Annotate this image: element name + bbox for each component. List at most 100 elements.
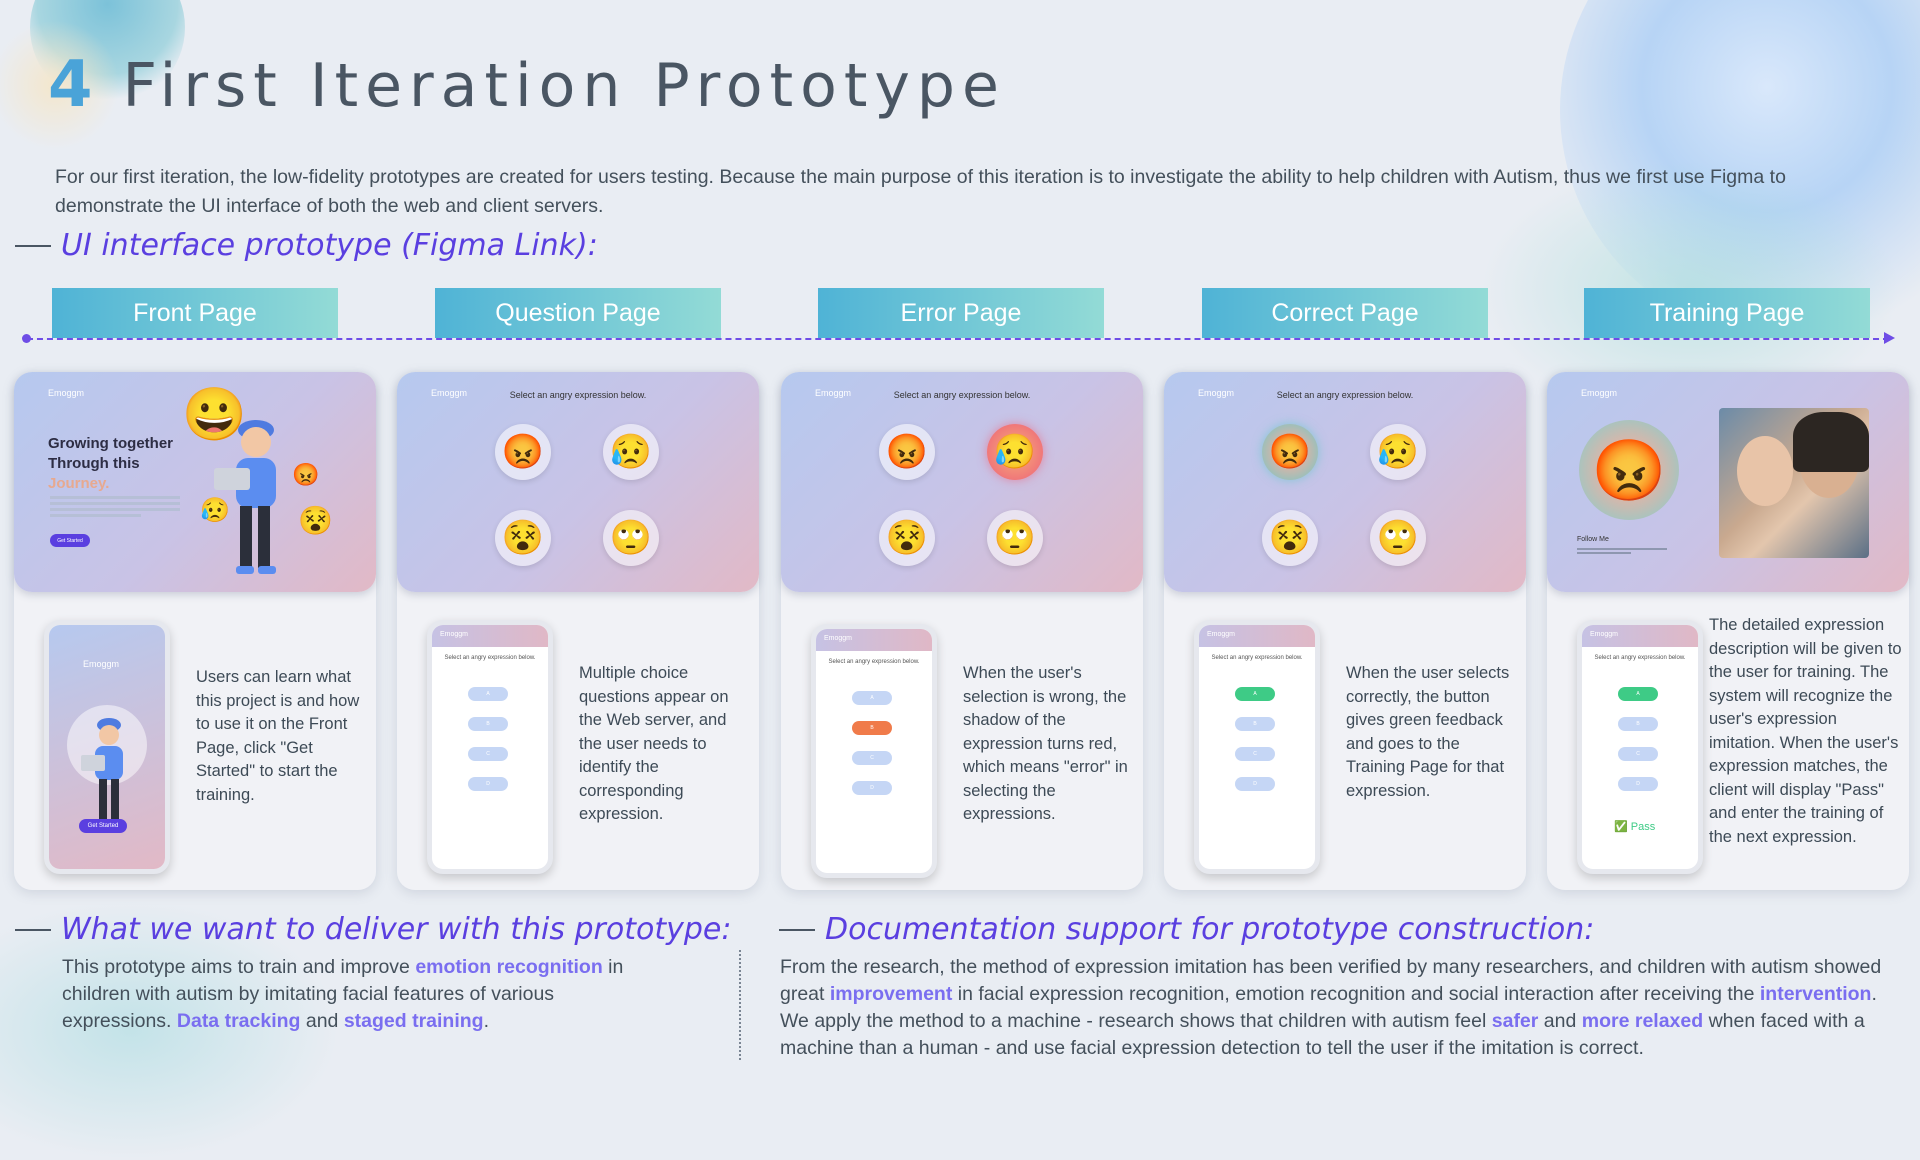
card-training-page: Emoggm 😡 Follow Me Emoggm Select an angr… [1547, 372, 1909, 890]
option-dizzy[interactable]: 😵 [879, 510, 935, 566]
sad-emoji-icon: 😥 [993, 433, 1037, 471]
phone-option-a[interactable]: A [468, 687, 508, 701]
tab-front-page[interactable]: Front Page [52, 288, 338, 338]
deliver-heading-text: What we want to deliver with this protot… [61, 912, 732, 947]
sad-emoji-icon: 😥 [200, 497, 230, 524]
training-page-description: The detailed expression description will… [1709, 616, 1902, 846]
phone-option-d[interactable]: D [1235, 777, 1275, 791]
tab-correct-page[interactable]: Correct Page [1202, 288, 1488, 338]
option-angry[interactable]: 😡 [879, 424, 935, 480]
heading-dash [15, 928, 51, 931]
dotted-divider [739, 950, 741, 1060]
question-prompt: Select an angry expression below. [893, 390, 1031, 400]
web-front-page-screenshot: Emoggm Growing together Through this Jou… [14, 372, 376, 592]
web-correct-page-screenshot: Emoggm Select an angry expression below.… [1164, 372, 1526, 592]
card-correct-page: Emoggm Select an angry expression below.… [1164, 372, 1526, 890]
eyeroll-emoji-icon: 🙄 [1376, 519, 1420, 557]
phone-question: Select an angry expression below. [1594, 655, 1686, 661]
option-sad[interactable]: 😥 [603, 424, 659, 480]
error-page-description: When the user's selection is wrong, the … [963, 664, 1128, 823]
hero-line-1: Growing together [48, 435, 173, 452]
option-eyeroll[interactable]: 🙄 [987, 510, 1043, 566]
option-sad[interactable]: 😥 [1370, 424, 1426, 480]
docs-heading: Documentation support for prototype cons… [779, 912, 1594, 947]
web-logo: Emoggm [815, 388, 852, 398]
cartoon-boy-illustration [214, 420, 276, 574]
section-number: 4 [48, 48, 93, 122]
user-imitation-photo [1719, 408, 1869, 558]
angry-emoji-icon: 😡 [885, 433, 929, 471]
phone-option-d[interactable]: D [468, 777, 508, 791]
tab-question-page[interactable]: Question Page [435, 288, 721, 338]
option-angry[interactable]: 😡 [495, 424, 551, 480]
get-started-button[interactable]: Get Started [50, 534, 90, 547]
ui-prototype-heading[interactable]: UI interface prototype (Figma Link): [15, 228, 598, 263]
phone-logo: Emoggm [83, 659, 120, 669]
phone-option-b-error[interactable]: B [852, 721, 892, 735]
dizzy-emoji-icon: 😵 [885, 519, 929, 557]
angry-emoji-icon: 😡 [1591, 436, 1667, 504]
phone-option-b[interactable]: B [1235, 717, 1275, 731]
tab-training-page[interactable]: Training Page [1584, 288, 1870, 338]
option-eyeroll[interactable]: 🙄 [1370, 510, 1426, 566]
page-tabs: Front Page Question Page Error Page Corr… [0, 288, 1920, 338]
web-logo: Emoggm [431, 388, 468, 398]
phone-option-c[interactable]: C [468, 747, 508, 761]
docs-heading-text: Documentation support for prototype cons… [825, 912, 1595, 947]
option-angry-correct[interactable]: 😡 [1262, 424, 1318, 480]
deliver-heading: What we want to deliver with this protot… [15, 912, 731, 947]
option-dizzy[interactable]: 😵 [495, 510, 551, 566]
heading-dash [15, 244, 51, 247]
phone-header [432, 625, 548, 647]
phone-error-page: Emoggm Select an angry expression below.… [811, 624, 937, 878]
question-prompt: Select an angry expression below. [509, 390, 647, 400]
pass-indicator: ✅ Pass [1614, 820, 1655, 833]
phone-option-c[interactable]: C [1618, 747, 1658, 761]
phone-option-d[interactable]: D [1618, 777, 1658, 791]
adult-hair-shape [1793, 412, 1869, 472]
phone-option-b[interactable]: B [468, 717, 508, 731]
phone-header [816, 629, 932, 651]
card-front-page: Emoggm Growing together Through this Jou… [14, 372, 376, 890]
phone-logo: Emoggm [1207, 631, 1236, 638]
phone-option-c[interactable]: C [852, 751, 892, 765]
sad-emoji-icon: 😥 [1376, 433, 1420, 471]
web-training-page-screenshot: Emoggm 😡 Follow Me [1547, 372, 1909, 592]
intro-paragraph: For our first iteration, the low-fidelit… [55, 166, 1786, 217]
tab-error-page[interactable]: Error Page [818, 288, 1104, 338]
web-logo: Emoggm [1581, 388, 1618, 398]
option-eyeroll[interactable]: 🙄 [603, 510, 659, 566]
timeline-start-dot [22, 334, 31, 343]
sad-emoji-icon: 😥 [609, 433, 653, 471]
option-dizzy[interactable]: 😵 [1262, 510, 1318, 566]
training-expression: 😡 [1579, 420, 1679, 520]
phone-question-page: Emoggm Select an angry expression below.… [427, 620, 553, 874]
phone-option-d[interactable]: D [852, 781, 892, 795]
heading-dash [779, 928, 815, 931]
phone-logo: Emoggm [824, 635, 853, 642]
card-error-page: Emoggm Select an angry expression below.… [781, 372, 1143, 890]
timeline-dashed-line [27, 338, 1889, 340]
phone-get-started-button[interactable]: Get Started [79, 819, 127, 833]
figma-link[interactable]: UI interface prototype (Figma Link): [61, 228, 598, 263]
phone-option-a-correct[interactable]: A [1618, 687, 1658, 701]
phone-question: Select an angry expression below. [444, 655, 536, 661]
dizzy-emoji-icon: 😵 [298, 505, 333, 536]
docs-paragraph: From the research, the method of express… [780, 956, 1882, 1059]
phone-option-a[interactable]: A [852, 691, 892, 705]
web-logo: Emoggm [1198, 388, 1235, 398]
phone-question: Select an angry expression below. [1211, 655, 1303, 661]
option-sad-error[interactable]: 😥 [987, 424, 1043, 480]
angry-emoji-icon: 😡 [292, 462, 320, 487]
web-question-page-screenshot: Emoggm Select an angry expression below.… [397, 372, 759, 592]
card-question-page: Emoggm Select an angry expression below.… [397, 372, 759, 890]
phone-option-c[interactable]: C [1235, 747, 1275, 761]
hero-heading: Growing together Through this Journey. [48, 434, 218, 494]
eyeroll-emoji-icon: 🙄 [993, 519, 1037, 557]
web-logo: Emoggm [48, 388, 85, 398]
web-error-page-screenshot: Emoggm Select an angry expression below.… [781, 372, 1143, 592]
phone-option-b[interactable]: B [1618, 717, 1658, 731]
phone-logo: Emoggm [1590, 631, 1619, 638]
phone-option-a-correct[interactable]: A [1235, 687, 1275, 701]
phone-training-page: Emoggm Select an angry expression below.… [1577, 620, 1703, 874]
